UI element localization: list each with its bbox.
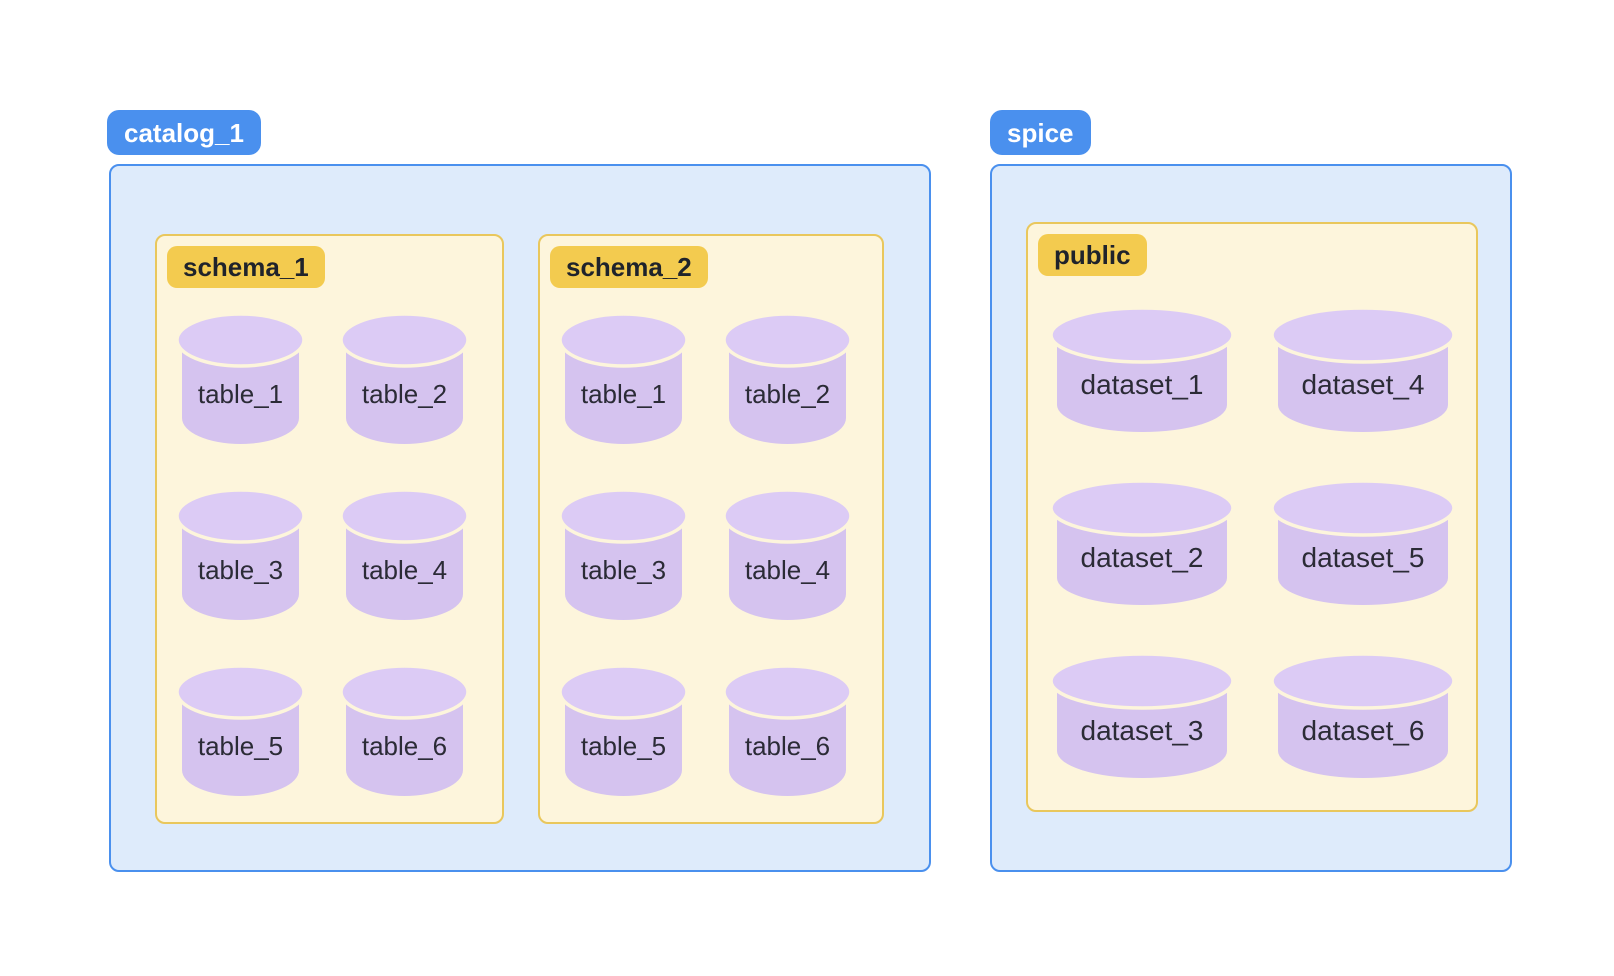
dataset-cylinder: dataset_3 bbox=[1049, 652, 1235, 778]
table-cylinder: table_1 bbox=[558, 312, 689, 444]
table-label: table_5 bbox=[197, 731, 284, 761]
database-cylinder-icon bbox=[1270, 306, 1456, 432]
spice-label: spice bbox=[990, 110, 1091, 155]
table-label: table_6 bbox=[744, 731, 831, 761]
dataset-cylinder: dataset_5 bbox=[1270, 479, 1456, 605]
dataset-label: dataset_2 bbox=[1080, 542, 1204, 573]
table-cylinder: table_6 bbox=[722, 664, 853, 796]
table-label: table_1 bbox=[580, 379, 667, 409]
table-label: table_6 bbox=[361, 731, 448, 761]
dataset-label: dataset_4 bbox=[1301, 369, 1425, 400]
database-cylinder-icon bbox=[558, 312, 689, 444]
database-cylinder-icon bbox=[339, 488, 470, 620]
database-cylinder-icon bbox=[175, 488, 306, 620]
dataset-label: dataset_1 bbox=[1080, 369, 1204, 400]
database-cylinder-icon bbox=[722, 312, 853, 444]
table-label: table_3 bbox=[197, 555, 284, 585]
table-cylinder: table_1 bbox=[175, 312, 306, 444]
table-label: table_4 bbox=[744, 555, 831, 585]
table-label: table_2 bbox=[744, 379, 831, 409]
table-label: table_1 bbox=[197, 379, 284, 409]
dataset-label: dataset_6 bbox=[1301, 715, 1425, 746]
group-spice: spice public dataset_1 dataset_2 dataset_3… bbox=[990, 110, 1514, 874]
database-cylinder-icon bbox=[558, 664, 689, 796]
database-cylinder-icon bbox=[722, 664, 853, 796]
schema-1-cylinder-grid: table_1 table_2 table_3 table_4 table_5 table… bbox=[175, 312, 470, 796]
table-label: table_5 bbox=[580, 731, 667, 761]
table-cylinder: table_5 bbox=[558, 664, 689, 796]
group-catalog-1: catalog_1 schema_1 table_1 table_2 table_3… bbox=[107, 110, 933, 874]
catalog-1-label: catalog_1 bbox=[107, 110, 261, 155]
schema-1-label: schema_1 bbox=[167, 246, 325, 288]
table-cylinder: table_4 bbox=[722, 488, 853, 620]
dataset-cylinder: dataset_2 bbox=[1049, 479, 1235, 605]
database-cylinder-icon bbox=[1270, 652, 1456, 778]
public-label: public bbox=[1038, 234, 1147, 276]
database-cylinder-icon bbox=[1049, 479, 1235, 605]
database-cylinder-icon bbox=[339, 664, 470, 796]
database-cylinder-icon bbox=[1270, 479, 1456, 605]
dataset-label: dataset_5 bbox=[1301, 542, 1425, 573]
dataset-cylinder: dataset_4 bbox=[1270, 306, 1456, 432]
database-cylinder-icon bbox=[1049, 652, 1235, 778]
dataset-label: dataset_3 bbox=[1080, 715, 1204, 746]
dataset-cylinder: dataset_1 bbox=[1049, 306, 1235, 432]
table-cylinder: table_4 bbox=[339, 488, 470, 620]
database-cylinder-icon bbox=[722, 488, 853, 620]
table-label: table_3 bbox=[580, 555, 667, 585]
table-cylinder: table_2 bbox=[339, 312, 470, 444]
database-cylinder-icon bbox=[1049, 306, 1235, 432]
database-cylinder-icon bbox=[558, 488, 689, 620]
table-cylinder: table_5 bbox=[175, 664, 306, 796]
database-cylinder-icon bbox=[175, 664, 306, 796]
table-cylinder: table_2 bbox=[722, 312, 853, 444]
table-cylinder: table_3 bbox=[175, 488, 306, 620]
database-cylinder-icon bbox=[339, 312, 470, 444]
table-cylinder: table_3 bbox=[558, 488, 689, 620]
table-label: table_2 bbox=[361, 379, 448, 409]
table-label: table_4 bbox=[361, 555, 448, 585]
schema-2-label: schema_2 bbox=[550, 246, 708, 288]
database-cylinder-icon bbox=[175, 312, 306, 444]
schema-2-cylinder-grid: table_1 table_2 table_3 table_4 table_5 table… bbox=[558, 312, 853, 796]
dataset-cylinder: dataset_6 bbox=[1270, 652, 1456, 778]
table-cylinder: table_6 bbox=[339, 664, 470, 796]
